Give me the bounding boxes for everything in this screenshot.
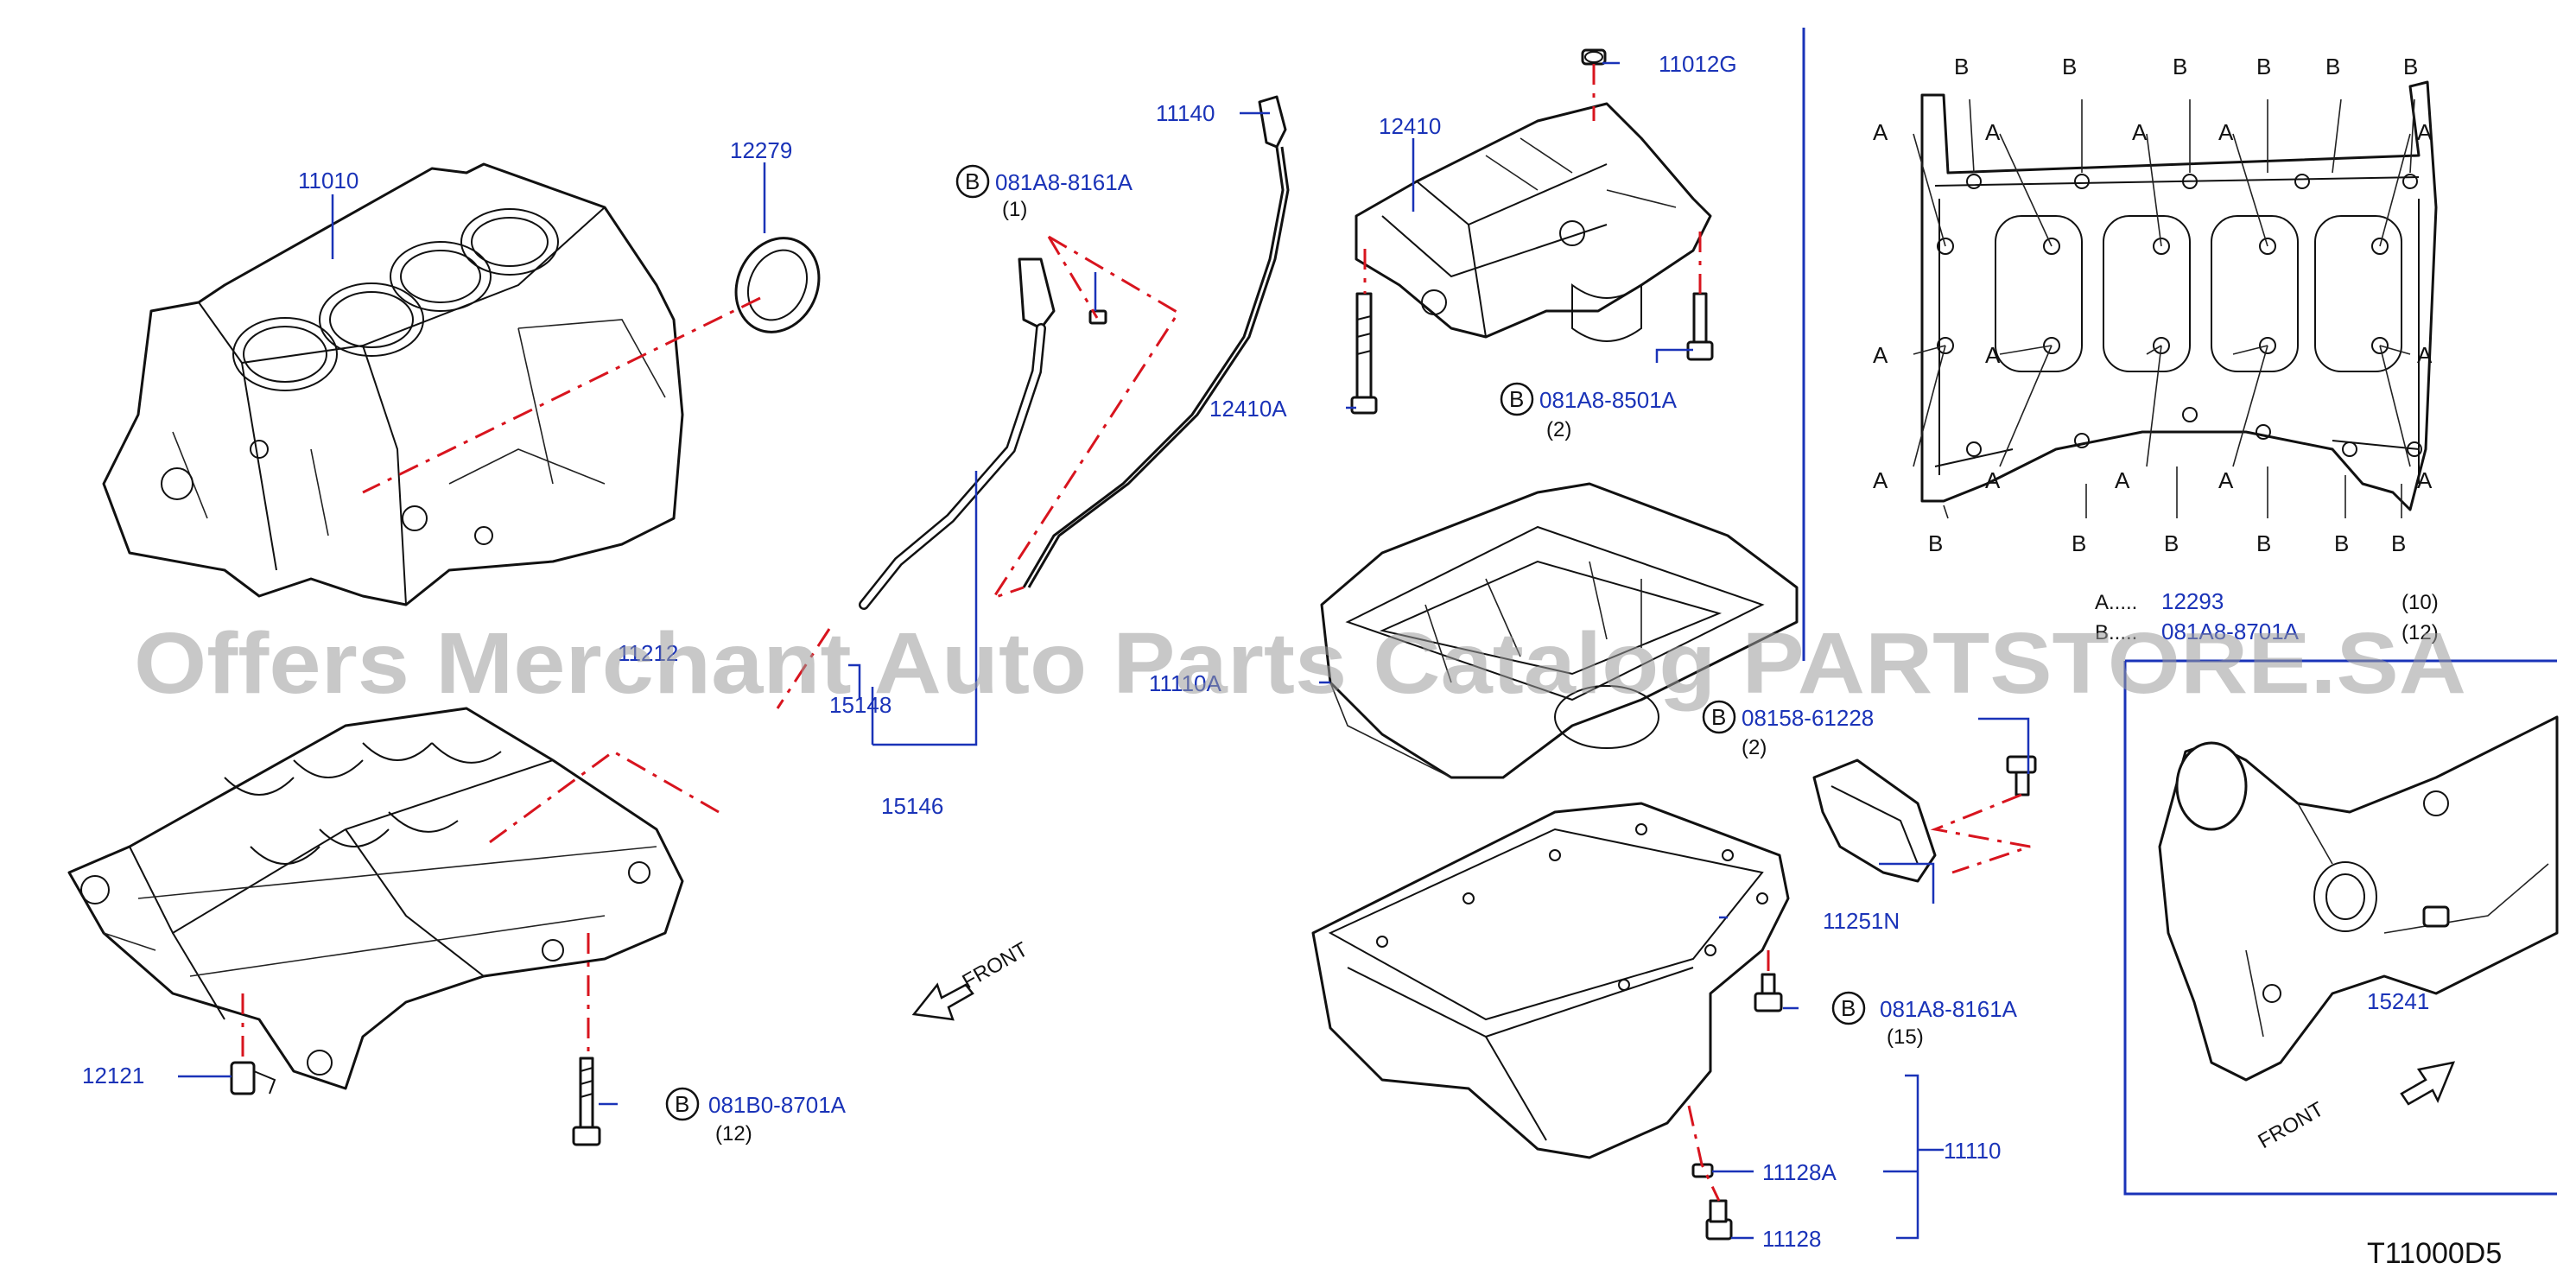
legend-b-qty: (12) [2402, 621, 2439, 644]
detail-inset-drawing [2158, 715, 2559, 1082]
b-marker: B [2173, 54, 2187, 79]
bolt-marker: B [1509, 386, 1524, 412]
part-label-12410[interactable]: 12410 [1379, 113, 1441, 139]
bolt-code: 081B0-8701A [708, 1092, 847, 1118]
part-label-11110A[interactable]: 11110A [1149, 670, 1222, 696]
frame-lines [1802, 28, 2557, 1196]
a-marker: A [2115, 467, 2130, 493]
upper-oil-pan-drawing [1320, 482, 1799, 779]
a-marker: A [2218, 467, 2234, 493]
part-label-15146[interactable]: 15146 [881, 793, 943, 819]
front-arrow-right [2400, 1061, 2456, 1106]
a-marker: A [2417, 119, 2433, 145]
part-label-15148[interactable]: 15148 [829, 692, 891, 718]
bolt-callout-3[interactable]: B 08158-61228 (2) [1702, 700, 1874, 759]
part-label-11110[interactable]: 11110 [1944, 1138, 2002, 1164]
legend-a-qty: (10) [2402, 591, 2439, 614]
a-marker: A [2218, 119, 2234, 145]
b-marker: B [2256, 530, 2271, 556]
b-marker: B [1954, 54, 1969, 79]
bolt-qty: (1) [1002, 198, 1027, 221]
b-marker: B [2256, 54, 2271, 79]
b-marker: B [1928, 530, 1943, 556]
part-label-11128[interactable]: 11128 [1762, 1226, 1821, 1252]
bolt-marker: B [675, 1091, 689, 1117]
front-arrow-left [911, 982, 974, 1021]
part-label-12279[interactable]: 12279 [730, 137, 792, 163]
b-marker: B [2391, 530, 2406, 556]
lower-oil-pan-drawing [1311, 802, 1790, 1159]
reference-lines [241, 64, 2425, 1202]
part-label-11212[interactable]: 11212 [618, 640, 678, 666]
bolt-qty: (12) [715, 1122, 752, 1146]
b-marker: B [2072, 530, 2086, 556]
legend-b-label: B..... [2095, 621, 2137, 644]
part-label-11012G[interactable]: 11012G [1659, 51, 1737, 77]
legend-a-label: A..... [2095, 591, 2137, 614]
a-marker: A [1985, 119, 2001, 145]
part-label-12410A[interactable]: 12410A [1209, 396, 1287, 422]
balancer-assembly-drawing [1350, 48, 1714, 415]
a-marker: A [1985, 467, 2001, 493]
b-marker: B [2164, 530, 2179, 556]
pan-bolt-drawing [1754, 973, 1783, 1012]
bolt-code: 081A8-8161A [1880, 996, 2018, 1022]
baffle-drawing [1812, 755, 2037, 883]
cylinder-block-drawing [102, 162, 684, 606]
bolt-callout-1[interactable]: B 081A8-8161A (1) [955, 164, 1133, 221]
a-marker: A [1873, 119, 1888, 145]
a-marker: A [1985, 342, 2001, 368]
a-marker: A [2417, 342, 2433, 368]
b-marker: B [2403, 54, 2418, 79]
part-label-15241[interactable]: 15241 [2367, 988, 2429, 1014]
bolt-marker: B [1711, 704, 1726, 730]
bolt-qty: (2) [1546, 418, 1571, 441]
watermark-text: Offers Merchant Auto Parts Catalog PARTS… [134, 615, 2466, 712]
front-label-right: FRONT [2255, 1097, 2328, 1153]
bolt-code: 08158-61228 [1742, 705, 1874, 731]
bolt-code: 081A8-8161A [995, 169, 1133, 195]
front-label-left: FRONT [959, 937, 1032, 993]
part-label-11128A[interactable]: 11128A [1762, 1159, 1837, 1185]
part-label-11010[interactable]: 11010 [298, 168, 358, 194]
a-marker: A [2132, 119, 2148, 145]
part-label-12121[interactable]: 12121 [82, 1063, 144, 1088]
oil-gauge-guide-drawing [859, 95, 1290, 610]
bolt-callout-5[interactable]: B 081B0-8701A (12) [665, 1087, 847, 1146]
b-marker: B [2334, 530, 2349, 556]
bolt-code: 081A8-8501A [1539, 387, 1678, 413]
drain-plug-drawing [1691, 1163, 1733, 1241]
bolt-marker: B [965, 168, 980, 194]
bolt-callout-2[interactable]: B 081A8-8501A (2) [1500, 382, 1678, 441]
lower-crankcase-drawing [67, 707, 684, 1090]
diagram-code: T11000D5 [2367, 1237, 2502, 1270]
a-marker: A [2417, 467, 2433, 493]
legend-a-part[interactable]: 12293 [2161, 588, 2224, 614]
oil-seal-drawing [734, 237, 821, 333]
a-marker: A [1873, 342, 1888, 368]
part-label-11140[interactable]: 11140 [1156, 100, 1215, 126]
bolt-qty: (2) [1742, 736, 1767, 759]
bolt-qty: (15) [1887, 1025, 1924, 1049]
b-marker: B [2062, 54, 2077, 79]
legend-b-part[interactable]: 081A8-8701A [2161, 619, 2300, 644]
tightening-markers: B B B B B B A A A A A A A A A A A A A B … [1873, 54, 2433, 556]
bedplate-bolt-drawing [572, 1057, 601, 1146]
a-marker: A [1873, 467, 1888, 493]
tightening-sequence-drawing [1913, 80, 2438, 519]
b-marker: B [2325, 54, 2340, 79]
tightening-legend: A..... 12293 (10) B..... 081A8-8701A (12… [2095, 588, 2439, 644]
bolt-marker: B [1841, 995, 1856, 1021]
bolt-callout-4[interactable]: B 081A8-8161A (15) [1831, 991, 2018, 1049]
part-label-11251N[interactable]: 11251N [1823, 908, 1900, 934]
sensor-12121-drawing [230, 1061, 276, 1095]
